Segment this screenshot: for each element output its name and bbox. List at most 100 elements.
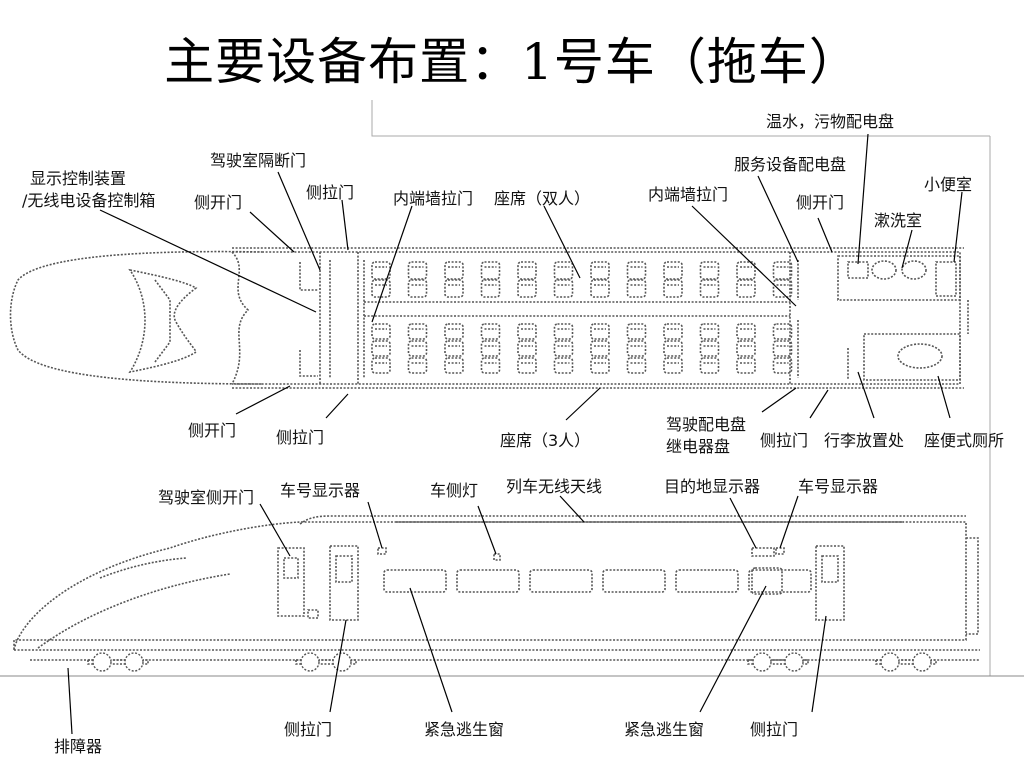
label-side-lamp: 车侧灯: [430, 481, 478, 500]
seat: [444, 323, 464, 340]
seat: [699, 261, 720, 280]
seat: [517, 323, 537, 340]
window: [675, 569, 739, 593]
seat: [590, 357, 610, 374]
plan-labels: 显示控制装置 /无线电设备控制箱 驾驶室隔断门 侧开门 侧拉门 内端墙拉门 座席…: [22, 112, 1004, 456]
seat: [371, 323, 391, 340]
window: [456, 569, 520, 593]
bogies: [87, 652, 937, 672]
seat: [772, 323, 793, 340]
label-urinal: 小便室: [924, 175, 972, 194]
seat: [407, 279, 428, 298]
seat: [626, 279, 647, 298]
escape-window: [751, 567, 783, 595]
plan-leaders: [99, 133, 963, 421]
bogie-rear: [875, 652, 937, 672]
front-bogie: [87, 652, 149, 672]
seat: [517, 261, 537, 280]
floor-plan: [9, 100, 991, 676]
seat: [699, 323, 720, 340]
seat: [736, 357, 756, 374]
seat: [517, 340, 537, 357]
seat: [736, 279, 756, 298]
seat: [553, 279, 574, 298]
side-leaders: [67, 495, 827, 735]
seat: [626, 340, 647, 357]
seat: [772, 340, 793, 357]
side-windows: [383, 567, 812, 595]
seat: [736, 323, 756, 340]
seat: [407, 261, 428, 280]
seat: [772, 261, 793, 280]
seat: [772, 357, 793, 374]
seat: [590, 323, 610, 340]
seat: [626, 357, 647, 374]
label-cab-side-door: 驾驶室侧开门: [158, 488, 254, 507]
label-side-slide-bottom-left: 侧拉门: [276, 428, 324, 447]
label-toilet: 座便式厕所: [924, 431, 1004, 450]
seat: [553, 340, 574, 357]
label-side-slide-bottom-right: 侧拉门: [760, 431, 808, 450]
seat: [480, 261, 501, 280]
seat: [553, 323, 574, 340]
label-radio-box: /无线电设备控制箱: [22, 191, 155, 210]
seat: [699, 279, 720, 298]
label-escape-window-left: 紧急逃生窗: [424, 720, 504, 739]
seat: [517, 279, 537, 298]
label-cab-panel: 驾驶配电盘: [666, 415, 746, 434]
label-obstacle: 排障器: [54, 737, 102, 756]
label-car-number-left: 车号显示器: [280, 481, 360, 500]
seat: [480, 340, 501, 357]
label-seats-double: 座席（双人）: [494, 189, 590, 208]
seat: [407, 357, 428, 374]
label-luggage: 行李放置处: [824, 431, 904, 450]
bogie-right: [747, 652, 809, 672]
window: [602, 569, 666, 593]
window: [529, 569, 593, 593]
label-seats-triple: 座席（3人）: [500, 431, 590, 450]
seat: [553, 261, 574, 280]
seat: [736, 340, 756, 357]
rear-bogie-left: [295, 652, 357, 672]
seat: [444, 357, 464, 374]
seat: [663, 279, 683, 298]
label-side-door-top-left: 侧开门: [194, 193, 242, 212]
seat: [444, 340, 464, 357]
seat: [407, 340, 428, 357]
label-slide-door-right: 侧拉门: [750, 720, 798, 739]
label-service-panel: 服务设备配电盘: [734, 155, 846, 174]
label-side-door-top-right: 侧开门: [796, 193, 844, 212]
seat: [772, 279, 793, 298]
seat: [736, 261, 756, 280]
seat: [444, 279, 464, 298]
double-seat-rows: [371, 261, 793, 298]
label-escape-window-right: 紧急逃生窗: [624, 720, 704, 739]
seat: [480, 279, 501, 298]
label-relay-panel: 继电器盘: [666, 437, 730, 456]
label-car-number-right: 车号显示器: [798, 477, 878, 496]
seat: [663, 323, 683, 340]
label-antenna: 列车无线天线: [506, 477, 602, 496]
seat: [663, 261, 683, 280]
label-inner-wall-door-right: 内端墙拉门: [648, 185, 728, 204]
seat: [517, 357, 537, 374]
label-side-slide-top-left: 侧拉门: [306, 183, 354, 202]
seat: [407, 323, 428, 340]
seat: [553, 357, 574, 374]
page-title: 主要设备布置：1号车（拖车）: [164, 33, 860, 91]
label-slide-door-left: 侧拉门: [284, 720, 332, 739]
seat: [590, 261, 610, 280]
label-display-control: 显示控制装置: [30, 169, 126, 188]
window: [383, 569, 447, 593]
triple-seat-rows: [371, 323, 793, 374]
seat: [590, 279, 610, 298]
seat: [699, 357, 720, 374]
seat: [371, 279, 391, 298]
seat: [626, 323, 647, 340]
seat: [699, 340, 720, 357]
label-side-door-bottom-left: 侧开门: [188, 421, 236, 440]
seat: [590, 340, 610, 357]
seat: [371, 340, 391, 357]
seat: [663, 340, 683, 357]
